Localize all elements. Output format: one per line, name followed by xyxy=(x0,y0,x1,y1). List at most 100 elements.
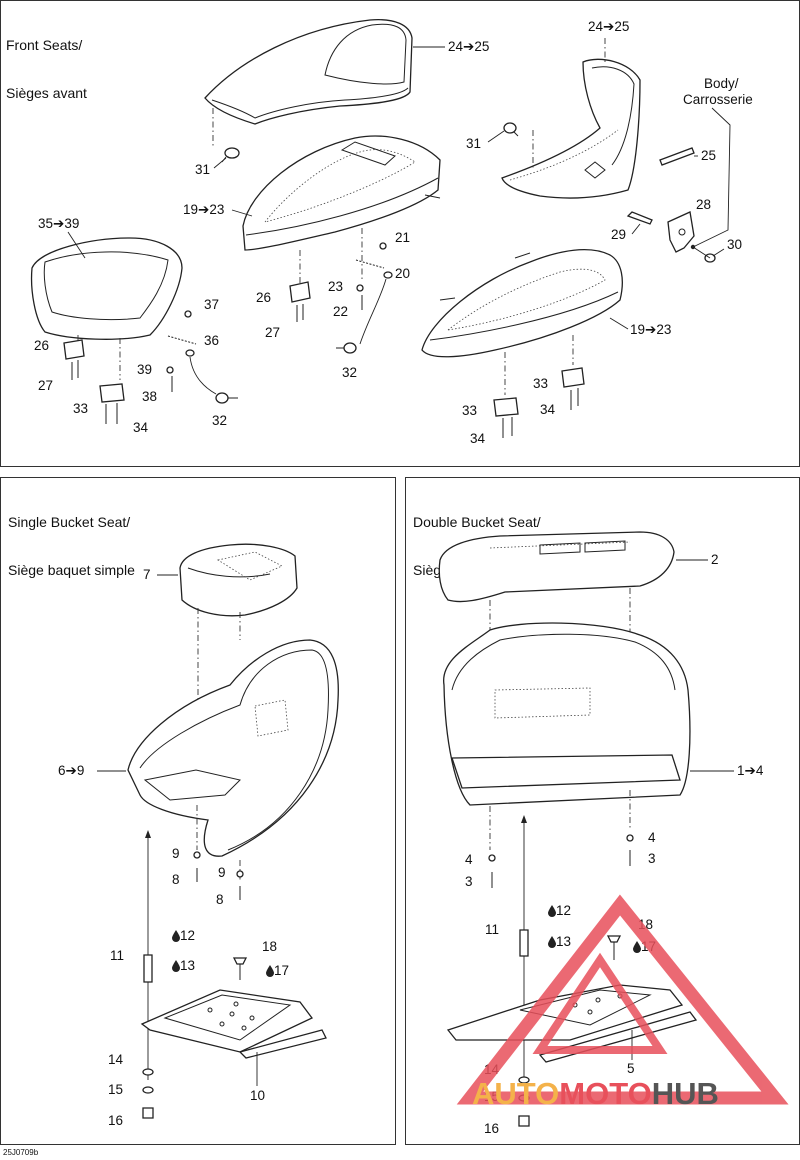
callout-36: 36 xyxy=(204,333,219,348)
callout-16-double: 16 xyxy=(484,1121,499,1136)
callout-9-b: 9 xyxy=(218,865,226,880)
rod-25 xyxy=(659,147,695,166)
callout-27-b: 27 xyxy=(38,378,53,393)
callout-13: 13 xyxy=(180,958,195,973)
front-left-cushion xyxy=(30,237,183,340)
bracket-33-right-front xyxy=(493,397,519,438)
callout-29: 29 xyxy=(611,227,626,242)
bracket-26-center xyxy=(289,281,311,322)
front-center-cushion xyxy=(242,135,441,251)
callout-5: 5 xyxy=(627,1061,635,1076)
callout-10: 10 xyxy=(250,1088,265,1103)
double-title-en: Double Bucket Seat/ xyxy=(413,514,541,530)
callout-18: 18 xyxy=(262,939,277,954)
single-title-fr: Siège baquet simple xyxy=(8,562,135,578)
callout-1-4: 1➔4 xyxy=(737,763,764,778)
single-base-plate xyxy=(140,989,327,1059)
callout-30: 30 xyxy=(727,237,742,252)
screw-29 xyxy=(626,211,653,225)
callout-11-double: 11 xyxy=(485,922,499,937)
callout-20: 20 xyxy=(395,266,410,281)
callout-39: 39 xyxy=(137,362,152,377)
single-title-en: Single Bucket Seat/ xyxy=(8,514,131,530)
callout-24-25-a: 24➔25 xyxy=(448,39,489,54)
watermark-logo xyxy=(456,894,789,1105)
leader xyxy=(712,248,725,257)
callout-21: 21 xyxy=(395,230,410,245)
callout-28: 28 xyxy=(696,197,711,212)
single-bucket-title: Single Bucket Seat/ Siège baquet simple xyxy=(8,482,135,594)
callout-32-b: 32 xyxy=(212,413,227,428)
callout-25: 25 xyxy=(701,148,716,163)
callout-33-b: 33 xyxy=(533,376,548,391)
body-leader xyxy=(692,107,731,248)
callout-34-c: 34 xyxy=(470,431,486,446)
callout-13-double: 13 xyxy=(556,934,571,949)
callout-34-b: 34 xyxy=(540,402,556,417)
callout-6-9: 6➔9 xyxy=(58,763,84,778)
callout-24-25-b: 24➔25 xyxy=(588,19,629,34)
callout-31-a: 31 xyxy=(195,162,210,177)
leader xyxy=(609,317,629,330)
callout-19-23-b: 19➔23 xyxy=(630,322,671,337)
body-label-en: Body/ xyxy=(704,76,739,91)
callout-32-a: 32 xyxy=(342,365,357,380)
watermark-hub: HUB xyxy=(651,1076,719,1111)
body-label-fr: Carrosserie xyxy=(683,92,753,107)
watermark-moto: MOTO xyxy=(559,1076,652,1111)
callout-3-a: 3 xyxy=(648,851,656,866)
callout-33-c: 33 xyxy=(462,403,477,418)
callout-8-b: 8 xyxy=(216,892,224,907)
single-bucket-panel xyxy=(0,477,396,1145)
callout-27-a: 27 xyxy=(265,325,280,340)
callout-26-a: 26 xyxy=(256,290,271,305)
leader xyxy=(487,130,505,143)
front-title-fr: Sièges avant xyxy=(6,85,87,101)
leader xyxy=(631,223,641,235)
callout-22: 22 xyxy=(333,304,348,319)
lubricant-drop-icon xyxy=(172,905,641,977)
callout-4-a: 4 xyxy=(648,830,656,845)
callout-37: 37 xyxy=(204,297,219,312)
callout-11: 11 xyxy=(110,948,124,963)
single-bucket-shell xyxy=(127,639,339,857)
callout-15: 15 xyxy=(108,1082,123,1097)
callout-12-double: 12 xyxy=(556,903,571,918)
bracket-28 xyxy=(667,211,695,253)
strap-20-21 xyxy=(355,242,393,345)
single-headrest xyxy=(179,543,298,617)
single-fasteners xyxy=(142,830,248,1119)
front-right-cushion xyxy=(421,249,623,358)
callout-8-a: 8 xyxy=(172,872,180,887)
callout-23: 23 xyxy=(328,279,343,294)
callout-2: 2 xyxy=(711,552,719,567)
callout-4-b: 4 xyxy=(465,852,473,867)
front-seats-title: Front Seats/ Sièges avant xyxy=(6,5,87,117)
callout-3-b: 3 xyxy=(465,874,473,889)
callout-35-39: 35➔39 xyxy=(38,216,79,231)
leader xyxy=(67,231,86,259)
front-title-en: Front Seats/ xyxy=(6,37,83,53)
callout-34-a: 34 xyxy=(133,420,149,435)
front-backrest-cushion xyxy=(204,19,413,125)
screw-31-left xyxy=(221,147,240,163)
double-headrest xyxy=(438,531,675,603)
bracket-33-right-rear xyxy=(561,367,585,410)
axis-line xyxy=(692,246,711,259)
figure-code: 25J0709b xyxy=(3,1148,39,1157)
callout-33-a: 33 xyxy=(73,401,88,416)
callout-26-b: 26 xyxy=(34,338,49,353)
callout-16: 16 xyxy=(108,1113,123,1128)
watermark-text: AUTOMOTOHUB xyxy=(472,1076,719,1112)
screw-32-left xyxy=(215,392,238,404)
watermark-auto: AUTO xyxy=(472,1076,560,1111)
callout-38: 38 xyxy=(142,389,157,404)
screw-32-center xyxy=(336,342,357,354)
double-bucket-shell xyxy=(443,622,691,806)
bracket-26-left xyxy=(63,339,85,380)
callout-31-b: 31 xyxy=(466,136,481,151)
front-curved-backrest xyxy=(501,58,641,199)
callout-9-a: 9 xyxy=(172,846,180,861)
callout-7: 7 xyxy=(143,567,151,582)
